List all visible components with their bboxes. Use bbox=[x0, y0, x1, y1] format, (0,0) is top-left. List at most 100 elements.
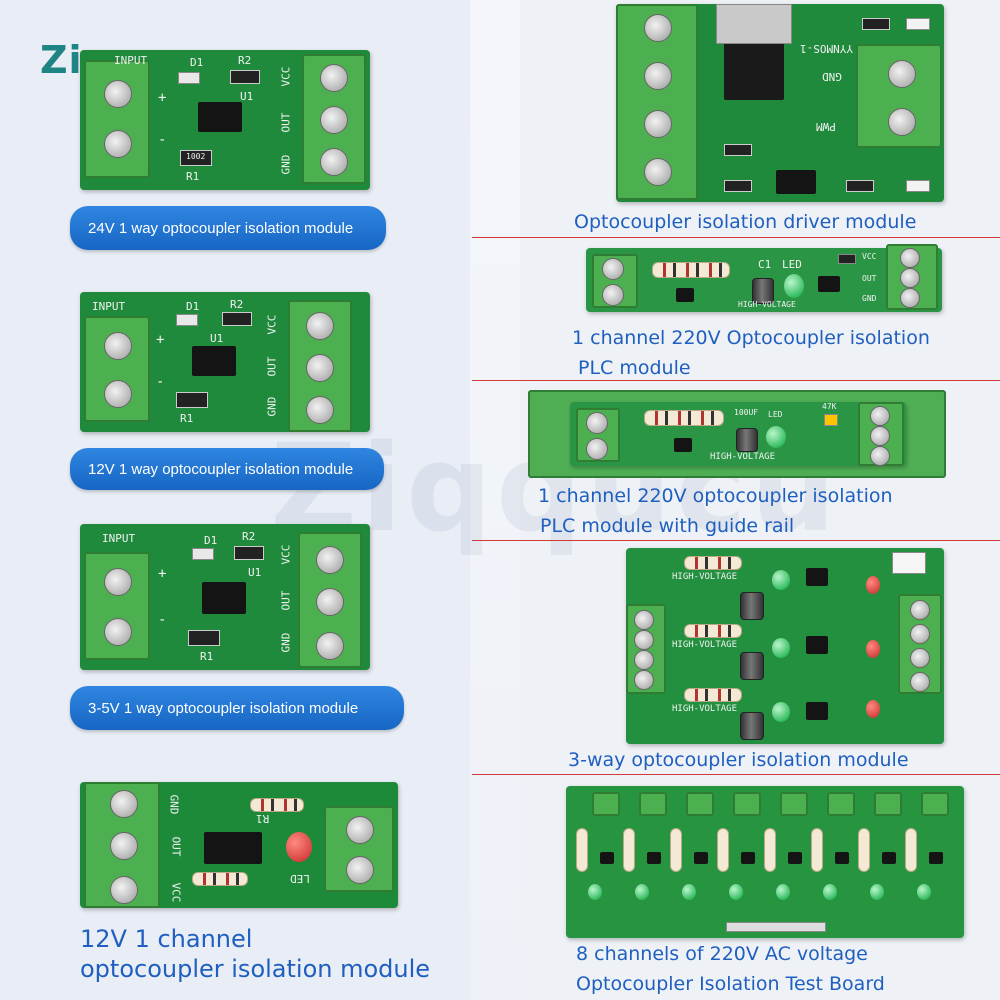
screw-icon bbox=[634, 610, 654, 630]
screw-icon bbox=[320, 148, 348, 176]
smd-resistor bbox=[188, 630, 220, 646]
caption-24v-module: 24V 1 way optocoupler isolation module bbox=[70, 206, 386, 250]
screw-icon bbox=[644, 110, 672, 138]
optocoupler-chip bbox=[192, 346, 236, 376]
vcc-label: VCC bbox=[169, 882, 183, 903]
pwm-label: PWM bbox=[816, 120, 836, 133]
caption-plc-rail-line1: 1 channel 220V optocoupler isolation bbox=[538, 485, 893, 507]
screw-icon bbox=[910, 600, 930, 620]
high-voltage-label: HIGH-VOLTAGE bbox=[672, 572, 738, 582]
channel-optocoupler bbox=[835, 852, 849, 864]
vcc-label: VCC bbox=[862, 252, 877, 261]
module-board-24v: INPUT + - D1 R2 U1 1002 R1 VCC OUT GND bbox=[80, 50, 370, 190]
led-red bbox=[866, 640, 880, 658]
channel-led bbox=[776, 884, 790, 900]
divider-line bbox=[472, 774, 1000, 775]
input-label: INPUT bbox=[102, 532, 136, 545]
led-green bbox=[772, 702, 790, 722]
vcc-label: VCC bbox=[279, 66, 293, 87]
caption-12v-module: 12V 1 way optocoupler isolation module bbox=[70, 448, 384, 490]
gnd-label: GND bbox=[822, 70, 842, 83]
terminal-block-right bbox=[856, 44, 942, 148]
channel-terminal bbox=[827, 792, 855, 816]
gnd-label: GND bbox=[167, 794, 181, 815]
plus-label: + bbox=[158, 566, 167, 582]
channel-resistor bbox=[670, 828, 682, 872]
screw-icon bbox=[316, 588, 344, 616]
screw-icon bbox=[888, 108, 916, 136]
smd-component bbox=[176, 314, 198, 326]
r1-label: R1 bbox=[180, 412, 194, 425]
caption-3-5v-module: 3-5V 1 way optocoupler isolation module bbox=[70, 686, 404, 730]
output-terminal-block bbox=[302, 54, 366, 184]
smd-resistor bbox=[176, 392, 208, 408]
led-green bbox=[766, 426, 786, 448]
screw-icon bbox=[110, 876, 138, 904]
high-voltage-label: HIGH-VOLTAGE bbox=[710, 452, 776, 462]
input-label: INPUT bbox=[92, 300, 126, 313]
screw-icon bbox=[320, 64, 348, 92]
screw-icon bbox=[634, 650, 654, 670]
divider-line bbox=[472, 237, 1000, 238]
caption-plc-rail-line2: PLC module with guide rail bbox=[540, 515, 795, 537]
screw-icon bbox=[346, 816, 374, 844]
u1-label: U1 bbox=[240, 90, 254, 103]
screw-icon bbox=[306, 396, 334, 424]
r-value-label: 1002 bbox=[186, 152, 206, 161]
smd-resistor bbox=[180, 150, 212, 166]
optocoupler-chip bbox=[776, 170, 816, 194]
driver-module-board: YYNMOS-1 PWM GND bbox=[616, 4, 944, 202]
d1-label: D1 bbox=[190, 56, 204, 69]
caption-plc-line1: 1 channel 220V Optocoupler isolation bbox=[572, 327, 930, 349]
caption-12v-channel-line1: 12V 1 channel bbox=[80, 925, 253, 953]
d1-label: D1 bbox=[186, 300, 200, 313]
channel-terminal bbox=[780, 792, 808, 816]
led-label: LED bbox=[768, 410, 783, 419]
screw-icon bbox=[644, 14, 672, 42]
divider-line bbox=[472, 380, 1000, 381]
r1-label: R1 bbox=[256, 812, 270, 825]
ribbon-header bbox=[726, 922, 826, 932]
led-green bbox=[772, 570, 790, 590]
divider-line bbox=[472, 540, 1000, 541]
optocoupler-chip bbox=[202, 582, 246, 614]
input-label: INPUT bbox=[114, 54, 148, 67]
resistor bbox=[684, 624, 742, 638]
terminal-block-right bbox=[324, 806, 394, 892]
optocoupler-chip bbox=[204, 832, 262, 864]
optocoupler-chip bbox=[806, 636, 828, 654]
channel-resistor bbox=[764, 828, 776, 872]
screw-icon bbox=[104, 380, 132, 408]
screw-icon bbox=[870, 446, 890, 466]
channel-led bbox=[870, 884, 884, 900]
caption-12v-channel-line2: optocoupler isolation module bbox=[80, 955, 431, 983]
screw-icon bbox=[910, 648, 930, 668]
channel-led bbox=[823, 884, 837, 900]
channel-terminal bbox=[921, 792, 949, 816]
screw-icon bbox=[602, 284, 624, 306]
out-label: OUT bbox=[862, 274, 877, 283]
channel-optocoupler bbox=[694, 852, 708, 864]
led-red bbox=[286, 832, 312, 862]
vcc-label: VCC bbox=[279, 544, 293, 565]
resistor bbox=[250, 798, 304, 812]
screw-icon bbox=[104, 618, 132, 646]
module-board-3-5v: INPUT + - D1 R2 U1 R1 VCC OUT GND bbox=[80, 524, 370, 670]
channel-led bbox=[729, 884, 743, 900]
output-terminal-block bbox=[288, 300, 352, 432]
smd-resistor bbox=[234, 546, 264, 560]
gnd-label: GND bbox=[279, 154, 293, 175]
channel-terminal bbox=[639, 792, 667, 816]
caption-3-way-module: 3-way optocoupler isolation module bbox=[568, 749, 909, 771]
channel-optocoupler bbox=[647, 852, 661, 864]
terminal-block-right bbox=[898, 594, 942, 694]
gnd-label: GND bbox=[265, 396, 279, 417]
channel-optocoupler bbox=[788, 852, 802, 864]
r2-label: R2 bbox=[230, 298, 244, 311]
mosfet-chip bbox=[724, 40, 784, 100]
plus-label: + bbox=[158, 90, 167, 106]
capacitor bbox=[740, 592, 764, 620]
screw-icon bbox=[910, 672, 930, 692]
screw-icon bbox=[104, 332, 132, 360]
caption-driver-module: Optocoupler isolation driver module bbox=[574, 211, 917, 233]
